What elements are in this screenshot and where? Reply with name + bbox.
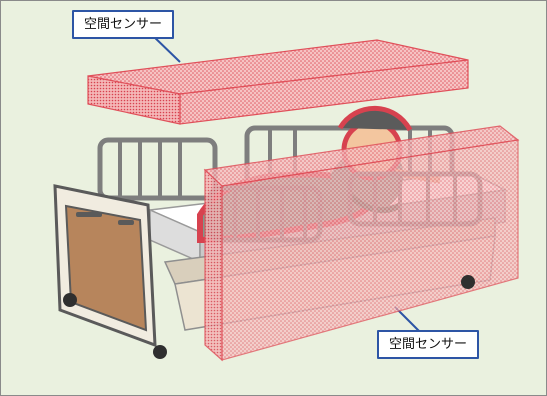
bottom-sensor-callout: 空間センサー xyxy=(377,330,480,359)
top-sensor-callout: 空間センサー xyxy=(72,10,175,39)
front-sensor-volume xyxy=(203,125,520,362)
top-sensor-volume xyxy=(87,39,469,125)
bed-headboard xyxy=(53,184,157,348)
bed-wheels xyxy=(63,275,475,359)
